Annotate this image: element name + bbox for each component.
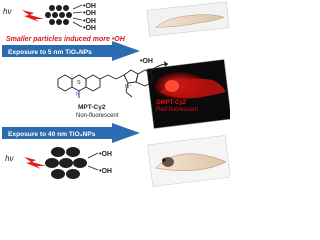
radical-top-4: •OH <box>83 25 96 32</box>
nitrogen-atom-label: N <box>76 92 80 98</box>
probe-state: Non-fluorescent <box>76 113 119 119</box>
hv-label-bottom: hν <box>5 154 13 163</box>
size-effect-caption: Smaller particles induced more •OH <box>6 36 126 43</box>
upper-exposure-label: Exposure to 5 nm TiO₂NPs <box>8 49 92 56</box>
mpt-cy2-structure <box>57 69 153 98</box>
fluorescent-larva-panel <box>146 1 230 129</box>
product-name: OMPT-Cy2 <box>156 100 187 106</box>
radical-bottom-2: •OH <box>99 168 112 175</box>
hv-label-top: hν <box>3 7 11 16</box>
nonfluorescent-larva-panel <box>147 135 230 187</box>
large-nanoparticles-icon <box>45 147 87 179</box>
reaction-arrow <box>149 61 169 73</box>
radical-top-3: •OH <box>83 18 96 25</box>
lower-exposure-arrow <box>2 123 140 143</box>
probe-name: MPT-Cy2 <box>78 104 106 111</box>
probe-radical-label: •OH <box>140 58 153 65</box>
radical-top-2: •OH <box>83 10 96 17</box>
small-nanoparticles-icon <box>45 5 72 25</box>
diagram-svg: hν •OH •OH •OH •OH Smaller particles ind… <box>2 1 230 187</box>
sulfur-atom-label: S <box>77 80 81 86</box>
radical-bottom-1: •OH <box>99 151 112 158</box>
radical-top-1: •OH <box>83 3 96 10</box>
lower-exposure-label: Exposure to 40 nm TiO₂NPs <box>8 131 96 138</box>
radical-arrows-bottom <box>87 152 99 171</box>
lightning-icon-top <box>22 10 44 22</box>
product-state: Red fluorescent <box>156 107 198 113</box>
figure-canvas: hν •OH •OH •OH •OH Smaller particles ind… <box>2 1 230 187</box>
lightning-icon-bottom <box>24 157 46 169</box>
radical-arrows-top <box>72 4 83 28</box>
upper-exposure-arrow <box>2 41 140 61</box>
indolium-nitrogen-label: N⁺ <box>125 83 132 90</box>
